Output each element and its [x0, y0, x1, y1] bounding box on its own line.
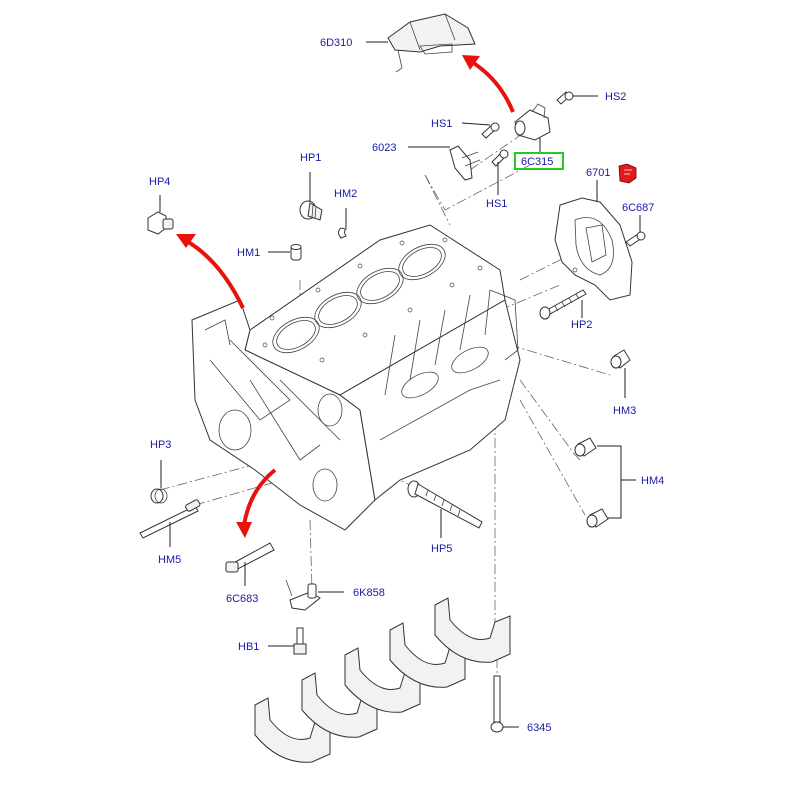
part-HP1-plug[interactable]	[299, 200, 323, 221]
label-HS1-bottom[interactable]: HS1	[486, 198, 507, 210]
part-6C683-tube[interactable]	[225, 542, 275, 573]
part-6K858-oil-jet[interactable]	[285, 579, 321, 611]
label-HM3[interactable]: HM3	[613, 405, 636, 417]
label-6345[interactable]: 6345	[527, 722, 551, 734]
part-HS1-bolt-bottom[interactable]	[491, 149, 509, 167]
part-HS1-bolt-top[interactable]	[481, 122, 500, 139]
label-HM5[interactable]: HM5	[158, 554, 181, 566]
leader-HM4	[597, 445, 636, 519]
part-6701-rear-seal-carrier[interactable]	[554, 197, 633, 301]
relocation-arrow-top	[462, 55, 515, 113]
leader-HS1-top	[461, 122, 491, 126]
label-6C687[interactable]: 6C687	[622, 202, 654, 214]
label-HM4[interactable]: HM4	[641, 475, 664, 487]
part-HP2-bolt[interactable]	[539, 289, 587, 320]
part-6345-bolt[interactable]	[490, 675, 504, 733]
label-6701[interactable]: 6701	[586, 167, 610, 179]
red-book-icon[interactable]	[618, 163, 637, 184]
part-6C315-crankshaft-sensor[interactable]	[514, 103, 551, 141]
relocation-arrow-lower	[236, 468, 277, 538]
relocation-arrow-left	[176, 234, 245, 309]
part-HM1-dowel[interactable]	[290, 244, 302, 261]
label-HS2[interactable]: HS2	[605, 91, 626, 103]
part-HP4-plug[interactable]	[147, 211, 174, 235]
part-HB1-bolt[interactable]	[293, 627, 307, 655]
label-HP2[interactable]: HP2	[571, 319, 592, 331]
label-HB1[interactable]: HB1	[238, 641, 259, 653]
label-HM2[interactable]: HM2	[334, 188, 357, 200]
highlight-box-6C315	[514, 152, 564, 170]
main-bearing-caps[interactable]	[254, 597, 511, 763]
part-6D310-shield[interactable]	[387, 13, 476, 73]
part-HM3-dowel[interactable]	[610, 349, 631, 369]
label-HP5[interactable]: HP5	[431, 543, 452, 555]
part-HM4-dowels[interactable]	[574, 437, 609, 528]
cylinder-block[interactable]	[191, 224, 521, 531]
label-6D310[interactable]: 6D310	[320, 37, 352, 49]
part-HS2-bolt[interactable]	[556, 91, 574, 105]
label-6023[interactable]: 6023	[372, 142, 396, 154]
label-6C315[interactable]: 6C315	[521, 156, 553, 168]
label-HM1[interactable]: HM1	[237, 247, 260, 259]
label-HP3[interactable]: HP3	[150, 439, 171, 451]
label-HP4[interactable]: HP4	[149, 176, 170, 188]
part-6C687-bolt[interactable]	[625, 231, 646, 247]
label-6C683[interactable]: 6C683	[226, 593, 258, 605]
label-HS1-top[interactable]: HS1	[431, 118, 452, 130]
label-6K858[interactable]: 6K858	[353, 587, 385, 599]
part-HM5-pin[interactable]	[139, 499, 201, 539]
part-HP5-bolt[interactable]	[407, 480, 483, 529]
label-HP1[interactable]: HP1	[300, 152, 321, 164]
part-HM2-clip[interactable]	[338, 227, 348, 239]
part-6023-bracket[interactable]	[449, 145, 481, 181]
part-HP3-ring[interactable]	[150, 488, 168, 504]
